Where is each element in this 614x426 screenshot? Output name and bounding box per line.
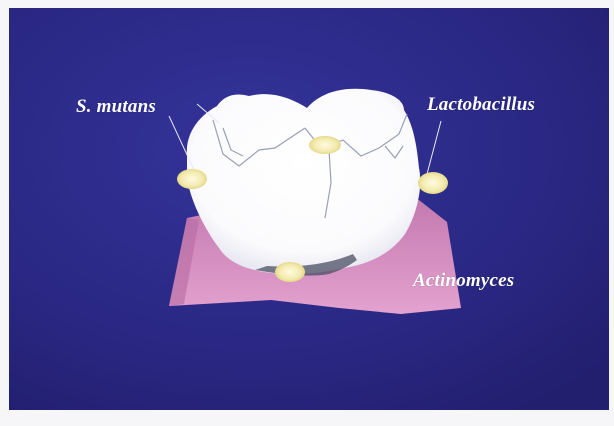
bacteria-colony-icon bbox=[418, 172, 448, 194]
diagram-slide: S. mutans Lactobacillus Actinomyces bbox=[9, 8, 609, 410]
bacteria-colony-icon bbox=[177, 169, 207, 189]
bacteria-colony-icon bbox=[309, 136, 341, 154]
label-actinomyces: Actinomyces bbox=[413, 270, 514, 292]
tooth bbox=[187, 89, 420, 274]
label-s-mutans: S. mutans bbox=[76, 96, 156, 118]
label-lactobacillus: Lactobacillus bbox=[427, 94, 535, 116]
bacteria-colony-icon bbox=[275, 262, 305, 282]
tooth-diagram bbox=[9, 8, 609, 410]
